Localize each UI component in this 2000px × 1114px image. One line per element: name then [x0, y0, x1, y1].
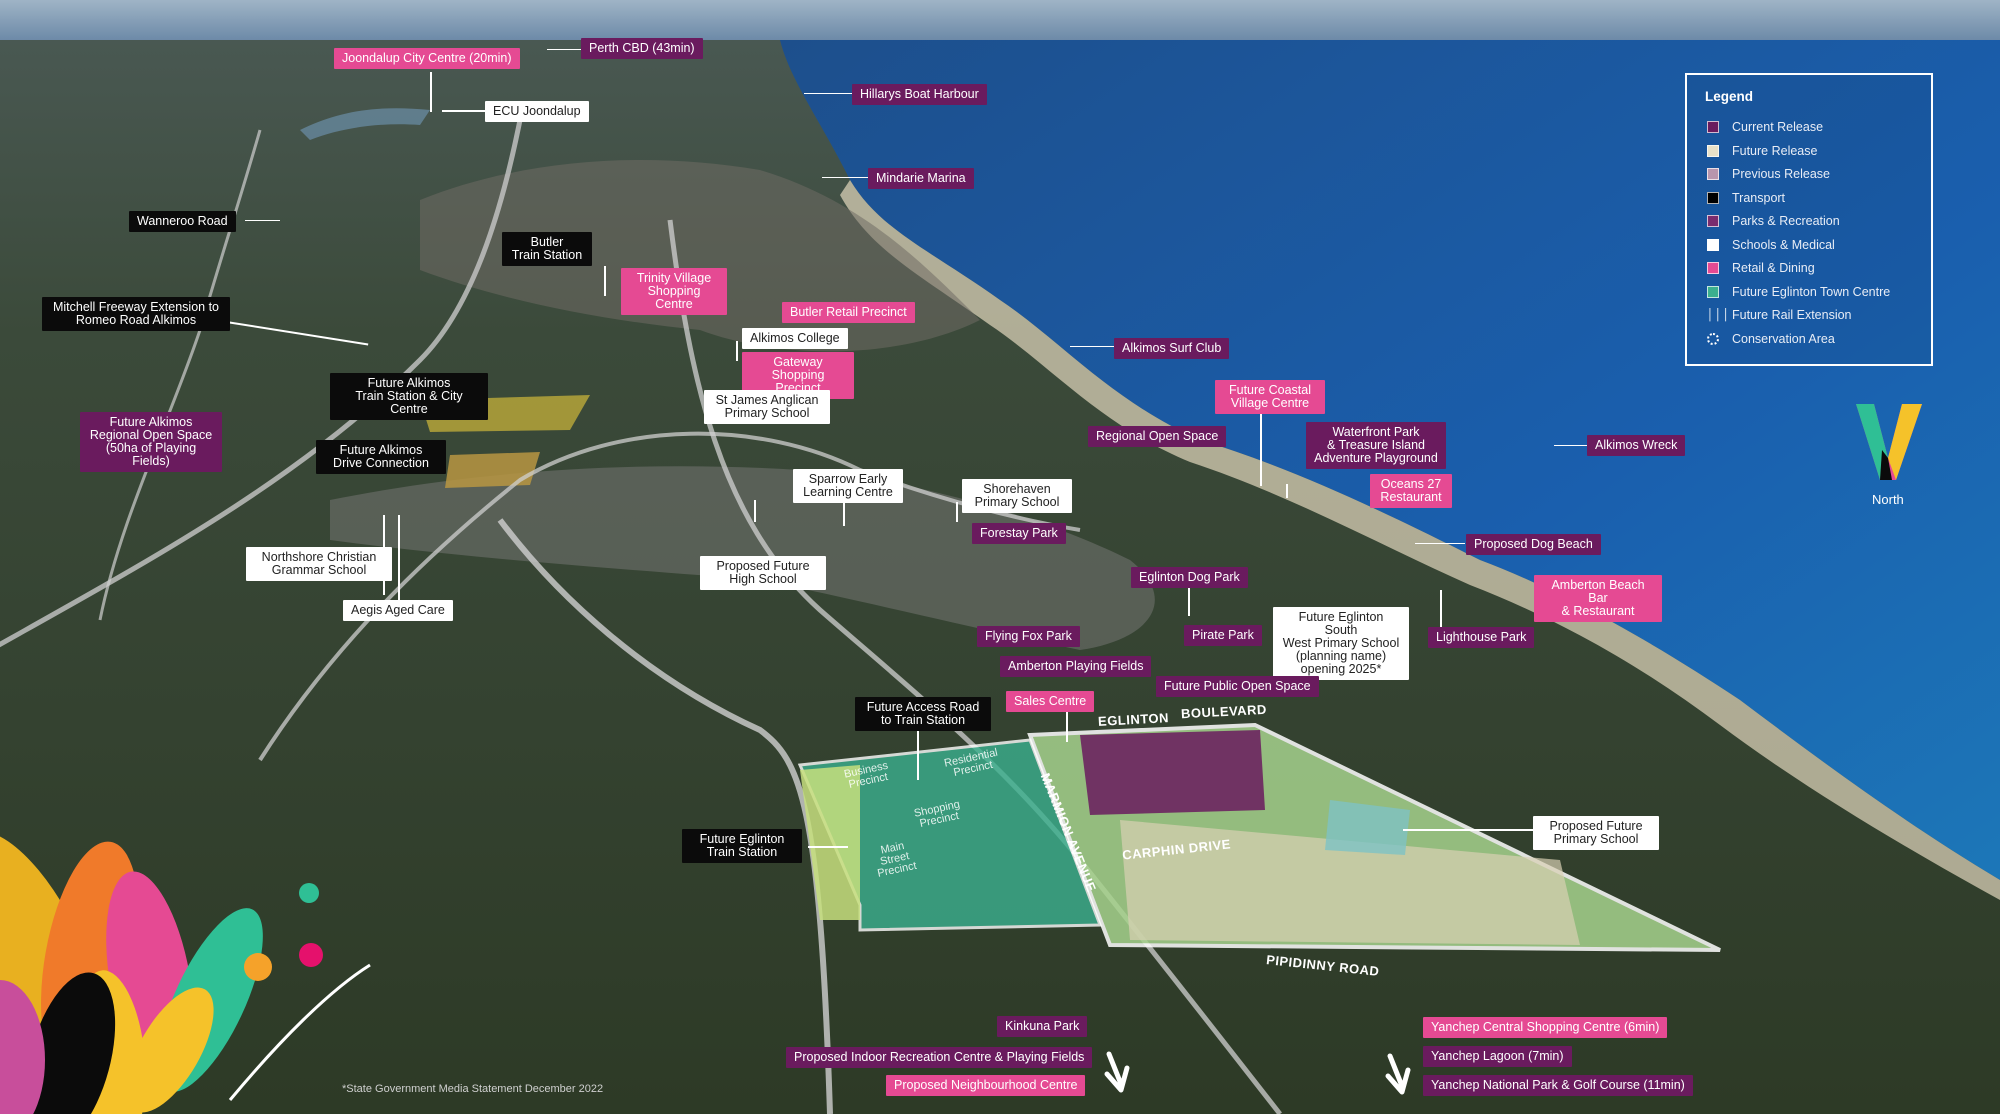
label-wanneroo-road: Wanneroo Road — [129, 211, 236, 232]
label-aegis-aged-care: Aegis Aged Care — [343, 600, 453, 621]
town-centre-green — [800, 765, 860, 920]
label-pirate-park: Pirate Park — [1184, 625, 1262, 646]
label-yanchep-lagoon: Yanchep Lagoon (7min) — [1423, 1046, 1572, 1067]
decorative-foliage-icon — [0, 831, 371, 1114]
label-alkimos-college: Alkimos College — [742, 328, 848, 349]
v-logo-icon — [1856, 404, 1922, 480]
legend: Legend Current Release Future Release Pr… — [1685, 73, 1933, 366]
label-future-public-open-space: Future Public Open Space — [1156, 676, 1319, 697]
sky — [0, 0, 2000, 40]
legend-label: Previous Release — [1732, 167, 1830, 181]
label-butler-train-station: Butler Train Station — [502, 232, 592, 266]
legend-label: Conservation Area — [1732, 332, 1835, 346]
beach — [840, 180, 2000, 900]
retail-swatch — [1707, 262, 1719, 274]
south-arrow-icon — [1385, 1053, 1411, 1095]
label-eglinton-dog-park: Eglinton Dog Park — [1131, 567, 1248, 588]
future-release-lots — [1120, 820, 1580, 945]
label-proposed-dog-beach: Proposed Dog Beach — [1466, 534, 1601, 555]
label-yanchep-central: Yanchep Central Shopping Centre (6min) — [1423, 1017, 1668, 1038]
label-yanchep-national-park: Yanchep National Park & Golf Course (11m… — [1423, 1075, 1693, 1096]
label-alkimos-wreck: Alkimos Wreck — [1587, 435, 1686, 456]
label-future-alkimos-regional-open-space: Future Alkimos Regional Open Space (50ha… — [80, 412, 222, 472]
footnote: *State Government Media Statement Decemb… — [342, 1083, 604, 1095]
label-sparrow-early-learning: Sparrow Early Learning Centre — [793, 469, 903, 503]
north-label: North — [1872, 492, 1904, 507]
legend-label: Current Release — [1732, 120, 1824, 134]
label-mitchell-freeway-extension: Mitchell Freeway Extension to Romeo Road… — [42, 297, 230, 331]
label-lighthouse-park: Lighthouse Park — [1428, 627, 1535, 648]
label-proposed-neighbourhood-centre: Proposed Neighbourhood Centre — [886, 1075, 1086, 1096]
parks-swatch — [1707, 215, 1719, 227]
transport-swatch — [1707, 192, 1719, 204]
schools-swatch — [1707, 239, 1719, 251]
town-centre-swatch — [1707, 286, 1719, 298]
label-perth-cbd: Perth CBD (43min) — [581, 38, 703, 59]
label-flying-fox-park: Flying Fox Park — [977, 626, 1080, 647]
label-amberton-playing-fields: Amberton Playing Fields — [1000, 656, 1152, 677]
label-hillarys-boat-harbour: Hillarys Boat Harbour — [852, 84, 987, 105]
label-shorehaven-primary: Shorehaven Primary School — [962, 479, 1072, 513]
legend-label: Retail & Dining — [1732, 261, 1815, 275]
label-proposed-future-primary-school: Proposed Future Primary School — [1533, 816, 1659, 850]
legend-label: Transport — [1732, 191, 1786, 205]
lake — [1325, 800, 1410, 855]
label-future-coastal-village: Future Coastal Village Centre — [1215, 380, 1325, 414]
lake-joondalup — [300, 108, 430, 140]
label-alkimos-surf-club: Alkimos Surf Club — [1114, 338, 1230, 359]
label-trinity-village: Trinity Village Shopping Centre — [621, 268, 727, 315]
label-joondalup-city-centre: Joondalup City Centre (20min) — [334, 48, 520, 69]
label-mindarie-marina: Mindarie Marina — [868, 168, 974, 189]
label-regional-open-space: Regional Open Space — [1088, 426, 1227, 447]
south-arrow-icon — [1104, 1051, 1130, 1093]
label-future-eglinton-south-west-ps: Future Eglinton South West Primary Schoo… — [1273, 607, 1409, 680]
legend-title: Legend — [1705, 89, 1754, 104]
label-proposed-future-high-school: Proposed Future High School — [700, 556, 826, 590]
label-future-access-road: Future Access Road to Train Station — [855, 697, 991, 731]
legend-label: Parks & Recreation — [1732, 214, 1840, 228]
label-butler-retail-precinct: Butler Retail Precinct — [782, 302, 915, 323]
label-amberton-beach-bar: Amberton Beach Bar & Restaurant — [1534, 575, 1662, 622]
label-ecu-joondalup: ECU Joondalup — [485, 101, 589, 122]
previous-release-swatch — [1707, 168, 1719, 180]
label-st-james-anglican: St James Anglican Primary School — [704, 390, 830, 424]
label-northshore-christian: Northshore Christian Grammar School — [246, 547, 392, 581]
label-sales-centre: Sales Centre — [1006, 691, 1095, 712]
legend-label: Future Eglinton Town Centre — [1732, 285, 1891, 299]
label-future-eglinton-train-station: Future Eglinton Train Station — [682, 829, 802, 863]
yellow-field-2 — [445, 452, 540, 488]
label-kinkuna-park: Kinkuna Park — [997, 1016, 1088, 1037]
current-release-lots — [1080, 730, 1265, 815]
current-release-swatch — [1707, 121, 1719, 133]
legend-label: Future Rail Extension — [1732, 308, 1852, 322]
legend-label: Schools & Medical — [1732, 238, 1835, 252]
label-future-alkimos-drive: Future Alkimos Drive Connection — [316, 440, 446, 474]
legend-label: Future Release — [1732, 144, 1818, 158]
wanneroo-road-line — [98, 129, 262, 621]
future-release-swatch — [1707, 145, 1719, 157]
label-future-alkimos-train-station: Future Alkimos Train Station & City Cent… — [330, 373, 488, 420]
dotted-circle-icon — [1707, 333, 1719, 345]
label-oceans-27: Oceans 27 Restaurant — [1370, 474, 1452, 508]
rail-icon: │││ — [1707, 309, 1731, 321]
label-forestay-park: Forestay Park — [972, 523, 1066, 544]
label-proposed-indoor-recreation: Proposed Indoor Recreation Centre & Play… — [786, 1047, 1093, 1068]
label-waterfront-park: Waterfront Park & Treasure Island Advent… — [1306, 422, 1446, 469]
